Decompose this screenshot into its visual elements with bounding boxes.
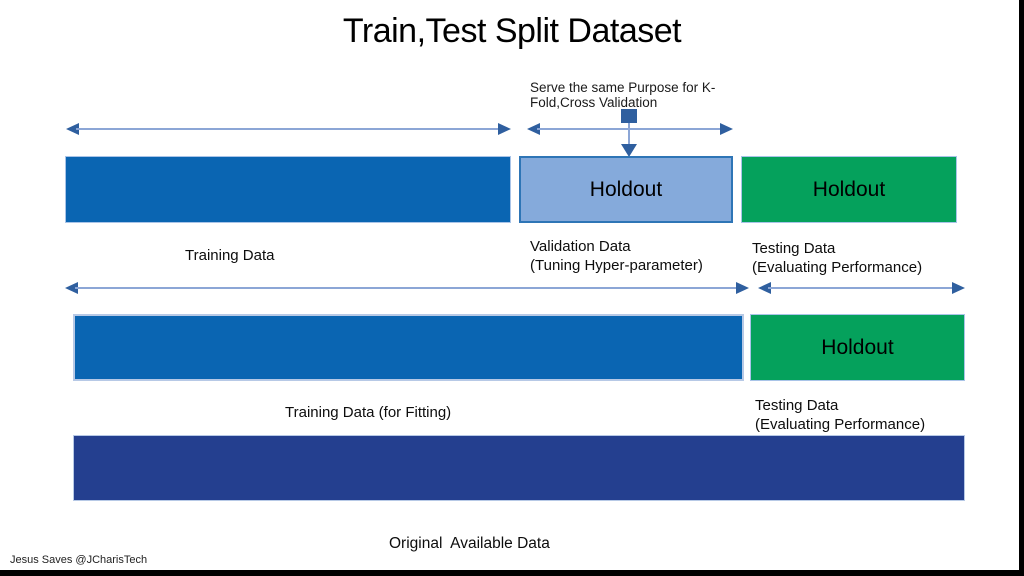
row1-validation-holdout-bar: Holdout [519,156,733,223]
row3-original-data-bar [73,435,965,501]
kfold-annotation: Serve the same Purpose for K- Fold,Cross… [530,80,740,110]
row1-testing-holdout-bar: Holdout [741,156,957,223]
arrow-right-icon [952,282,965,294]
double-arrow-validation-span [527,122,733,136]
arrow-right-icon [498,123,511,135]
right-edge-strip [1019,0,1024,576]
row2-training-caption: Training Data (for Fitting) [285,404,452,421]
kfold-annotation-line1: Serve the same Purpose for K- [530,80,716,95]
watermark-credit: Jesus Saves @JCharisTech [10,554,148,566]
row2-testing-caption: Testing Data (Evaluating Performance) [755,397,926,433]
arrow-right-icon [736,282,749,294]
holdout-label: Holdout [821,335,894,359]
row1-training-bar [65,156,511,223]
arrow-down-icon [621,144,637,157]
connector-line [628,123,630,146]
holdout-label: Holdout [812,177,886,201]
arrow-left-icon [527,123,540,135]
row1-testing-caption: Testing Data (Evaluating Performance) [752,240,923,276]
arrow-right-icon [720,123,733,135]
arrow-left-icon [758,282,771,294]
double-arrow-training-span [66,122,511,136]
double-arrow-training-fit-span [65,281,749,295]
row2-testing-holdout-bar: Holdout [750,314,965,381]
bottom-edge-strip [0,570,1024,576]
kfold-annotation-line2: Fold,Cross Validation [530,95,658,110]
arrow-left-icon [66,123,79,135]
page-title: Train,Test Split Dataset [342,12,682,50]
row1-validation-caption: Validation Data (Tuning Hyper-parameter) [530,238,703,274]
row2-training-bar [73,314,744,381]
row1-training-caption: Training Data [185,247,275,264]
row3-original-caption: Original Available Data [389,535,550,552]
connector-square [621,109,637,123]
double-arrow-testing-span [758,281,965,295]
arrow-left-icon [65,282,78,294]
holdout-label: Holdout [589,177,663,201]
